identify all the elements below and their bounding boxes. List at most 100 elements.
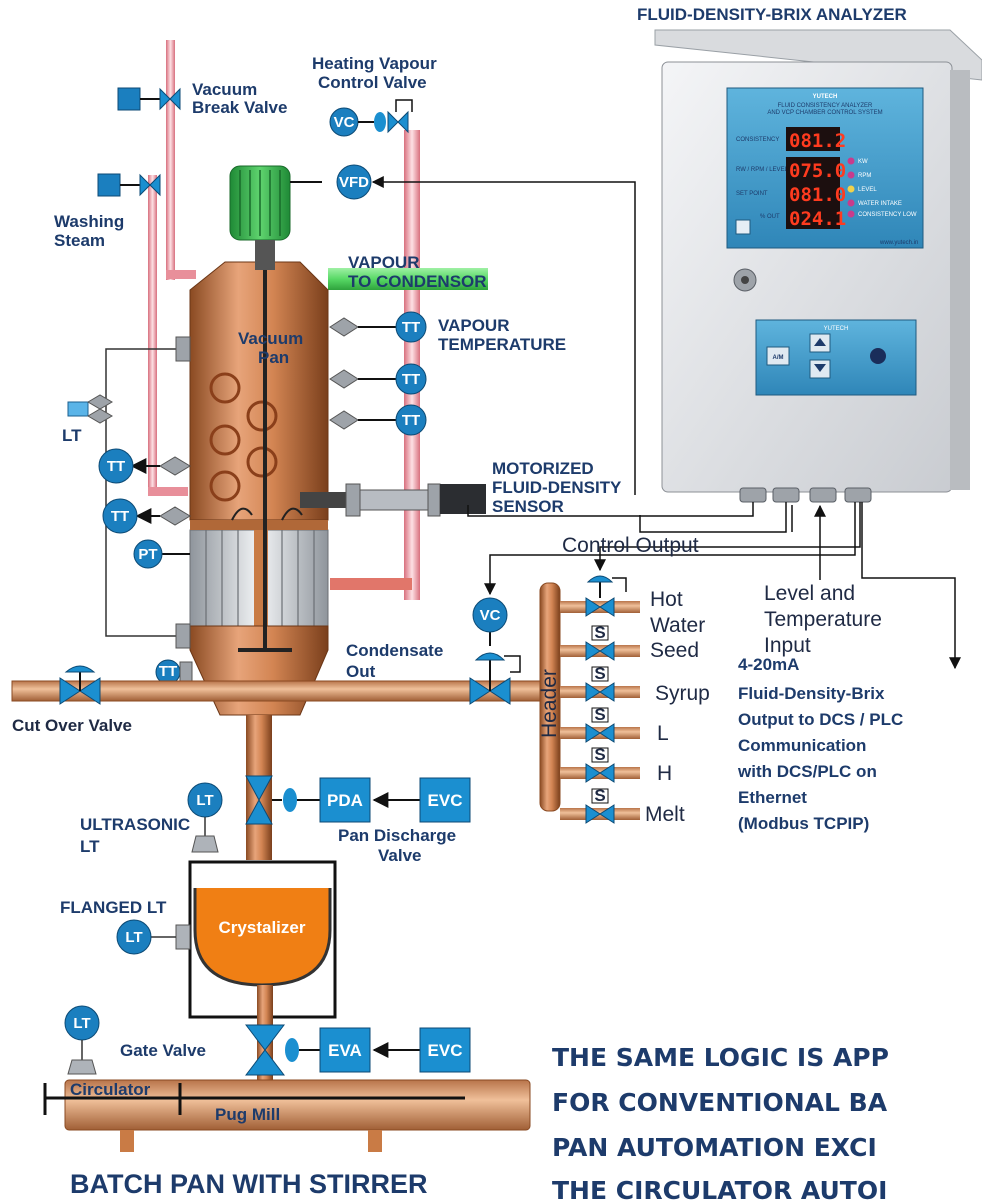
header-branch-seed[interactable]: S bbox=[560, 623, 640, 661]
dcs-output-text: 4-20mA Fluid-Density-Brix Output to DCS … bbox=[737, 655, 903, 833]
vfd-tag: VFD bbox=[339, 174, 369, 191]
pan-discharge-label-1: Pan Discharge bbox=[338, 826, 456, 845]
status-lamp bbox=[870, 348, 886, 364]
gate-valve-assembly: EVA EVC Gate Valve bbox=[120, 985, 471, 1090]
tt-tag: TT bbox=[402, 412, 420, 429]
tt-tag: TT bbox=[402, 319, 420, 336]
up-arrow-icon bbox=[814, 338, 826, 346]
pt-tag: PT bbox=[138, 546, 157, 563]
dcs-line: Communication bbox=[738, 736, 866, 755]
vacuum-pan-label-2: Pan bbox=[258, 348, 289, 367]
left-instrumentation: LT TT TT PT TT bbox=[62, 336, 193, 685]
vacuum-pan: Vacuum Pan bbox=[189, 250, 329, 716]
dcs-line: Output to DCS / PLC bbox=[738, 710, 903, 729]
washing-steam-label-1: Washing bbox=[54, 212, 124, 231]
condensate-control-valve[interactable]: VC bbox=[469, 597, 521, 705]
condensate-label-2: Out bbox=[346, 662, 376, 681]
vacuum-break-valve[interactable]: Vacuum Break Valve bbox=[117, 80, 287, 117]
analyzer-title: FLUID-DENSITY-BRIX ANALYZER bbox=[637, 5, 907, 24]
dcs-line: Ethernet bbox=[738, 788, 807, 807]
crystalizer-label: Crystalizer bbox=[219, 918, 306, 937]
panel-title-2: AND VCP CHAMBER CONTROL SYSTEM bbox=[767, 110, 882, 116]
cut-over-label: Cut Over Valve bbox=[12, 716, 132, 735]
row-label: % OUT bbox=[760, 214, 780, 220]
indicator-label: LEVEL bbox=[858, 187, 877, 193]
solenoid-label: S bbox=[594, 623, 605, 642]
cable-glands bbox=[739, 487, 872, 503]
indicator-label: CONSISTENCY LOW bbox=[858, 212, 917, 218]
row-value: 024.1 bbox=[789, 208, 846, 230]
auto-manual-label: A/M bbox=[773, 355, 784, 361]
cut-over-line: Cut Over Valve Condensate Out VC bbox=[11, 597, 543, 735]
pan-discharge-label-2: Valve bbox=[378, 846, 422, 865]
motorized-label-1: MOTORIZED bbox=[492, 459, 594, 478]
gate-valve-label: Gate Valve bbox=[120, 1041, 206, 1060]
stirrer-motor bbox=[229, 165, 291, 270]
lt-tag: LT bbox=[196, 792, 213, 809]
outlet-hot: Hot bbox=[650, 588, 683, 611]
row-value: 081.2 bbox=[789, 130, 846, 152]
pan-discharge-valve[interactable] bbox=[245, 775, 297, 825]
heating-vapour-label-1: Heating Vapour bbox=[312, 54, 437, 73]
header-branch-hot-water[interactable] bbox=[560, 575, 640, 617]
evc-tag: EVC bbox=[428, 791, 463, 810]
header-branch-melt[interactable]: S bbox=[560, 786, 640, 824]
vc-tag: VC bbox=[334, 114, 355, 131]
vapour-temp-label-2: TEMPERATURE bbox=[438, 335, 566, 354]
indicator-label: WATER INTAKE bbox=[858, 201, 902, 207]
vapour-to-condensor-pipe bbox=[328, 268, 488, 290]
ultrasonic-label-1: ULTRASONIC bbox=[80, 815, 190, 834]
header-label: Header bbox=[538, 669, 561, 738]
motorized-label-3: SENSOR bbox=[492, 497, 564, 516]
gate-valve[interactable] bbox=[244, 1024, 299, 1076]
motorized-label-2: FLUID-DENSITY bbox=[492, 478, 622, 497]
eva-tag: EVA bbox=[328, 1041, 362, 1060]
circulator-label: Circulator bbox=[70, 1080, 151, 1099]
vapour-temp-label-1: VAPOUR bbox=[438, 316, 509, 335]
level-temp-label-1: Level and bbox=[764, 582, 855, 605]
auto-manual-button[interactable] bbox=[766, 346, 790, 366]
note-line: THE SAME LOGIC IS APP bbox=[552, 1043, 889, 1072]
tt-tag: TT bbox=[159, 663, 177, 680]
outlet-l: L bbox=[657, 722, 669, 745]
solenoid-label: S bbox=[594, 705, 605, 724]
motorized-density-sensor: MOTORIZED FLUID-DENSITY SENSOR bbox=[300, 459, 622, 517]
ultrasonic-label-2: LT bbox=[80, 837, 100, 856]
note-line: THE CIRCULATOR AUTOI bbox=[552, 1176, 887, 1201]
row-value: 075.0 bbox=[789, 160, 846, 182]
control-output-label: Control Output bbox=[562, 534, 699, 557]
left-lt-label: LT bbox=[62, 426, 82, 445]
row-label: RW / RPM / LEVEL bbox=[736, 167, 789, 173]
indicator-label: KW bbox=[858, 159, 868, 165]
down-arrow-icon bbox=[814, 364, 826, 372]
panel-brand: YUTECH bbox=[813, 94, 838, 100]
note-line: PAN AUTOMATION EXCI bbox=[552, 1133, 877, 1162]
panel-website: www.yutech.in bbox=[879, 240, 918, 246]
outlet-water: Water bbox=[650, 614, 705, 637]
lt-tag: LT bbox=[125, 929, 142, 946]
cut-over-valve[interactable] bbox=[59, 665, 101, 705]
header-branch-l[interactable]: S bbox=[560, 705, 640, 743]
washing-steam-valve[interactable]: Washing Steam bbox=[54, 173, 161, 250]
washing-steam-label-2: Steam bbox=[54, 231, 105, 250]
tt-tag: TT bbox=[107, 458, 125, 475]
note-text: THE SAME LOGIC IS APP FOR CONVENTIONAL B… bbox=[552, 1043, 889, 1201]
header-branch-syrup[interactable]: S bbox=[560, 664, 640, 702]
lt-tag: LT bbox=[73, 1015, 90, 1032]
indicator-label: RPM bbox=[858, 173, 871, 179]
outlet-h: H bbox=[657, 762, 672, 785]
outlet-melt: Melt bbox=[645, 803, 685, 826]
heating-vapour-control-valve[interactable]: Heating Vapour Control Valve VC bbox=[312, 54, 437, 137]
condensate-label-1: Condensate bbox=[346, 641, 443, 660]
level-temp-label-2: Temperature bbox=[764, 608, 882, 631]
solenoid-label: S bbox=[594, 745, 605, 764]
feed-header: Header S S S bbox=[538, 575, 710, 826]
vfd-instrument: VFD bbox=[290, 164, 372, 200]
row-value: 081.0 bbox=[789, 184, 846, 206]
vacuum-break-label-1: Vacuum bbox=[192, 80, 257, 99]
header-branch-h[interactable]: S bbox=[560, 745, 640, 783]
flanged-lt-label: FLANGED LT bbox=[60, 898, 167, 917]
pan-discharge: PDA EVC Pan Discharge Valve LT ULTRASONI… bbox=[80, 715, 471, 865]
crystalizer: Crystalizer LT FLANGED LT bbox=[60, 860, 337, 1019]
